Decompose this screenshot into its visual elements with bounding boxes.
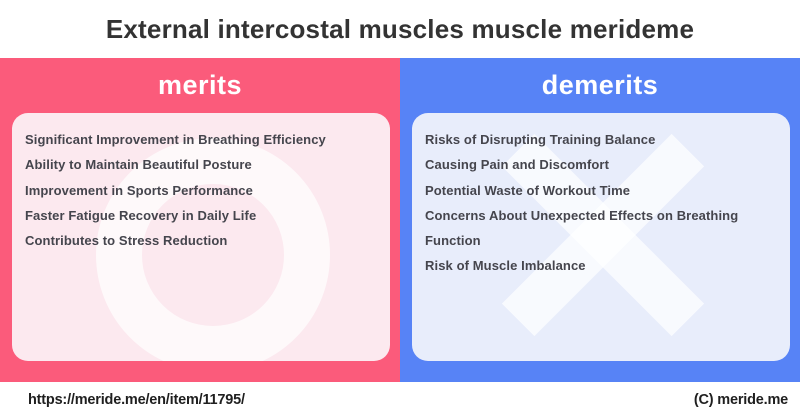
- demerits-header-label: demerits: [541, 70, 659, 100]
- merits-header-label: merits: [157, 70, 243, 100]
- merit-item: Contributes to Stress Reduction: [25, 233, 228, 249]
- demerit-item: Risk of Muscle Imbalance: [425, 258, 586, 274]
- footer-url: https://meride.me/en/item/11795/: [28, 392, 245, 408]
- demerit-item: Risks of Disrupting Training Balance: [425, 132, 656, 147]
- merits-header: merits: [0, 58, 400, 113]
- demerits-body: Risks of Disrupting Training Balance Cau…: [412, 113, 790, 361]
- merit-item: Faster Fatigue Recovery in Daily Life: [25, 207, 257, 223]
- merit-item: Significant Improvement in Breathing Eff…: [25, 132, 326, 147]
- demerit-item: Concerns About Unexpected Effects on Bre…: [425, 207, 739, 249]
- demerit-item: Causing Pain and Discomfort: [425, 157, 610, 173]
- merit-item: Improvement in Sports Performance: [25, 182, 253, 198]
- title-bar: External intercostal muscles muscle meri…: [0, 0, 800, 58]
- merits-body: Significant Improvement in Breathing Eff…: [12, 113, 390, 361]
- merit-item: Ability to Maintain Beautiful Posture: [25, 157, 252, 173]
- footer-copyright: (C) meride.me: [693, 392, 788, 408]
- demerits-panel: demerits Risks of Disrupting Training Ba…: [400, 58, 800, 382]
- page-title: External intercostal muscles muscle meri…: [105, 13, 695, 44]
- footer: https://meride.me/en/item/11795/ (C) mer…: [0, 382, 800, 418]
- demerits-header: demerits: [400, 58, 800, 113]
- merits-list: Significant Improvement in Breathing Eff…: [12, 113, 390, 253]
- merits-panel: merits Significant Improvement in Breath…: [0, 58, 400, 382]
- demerits-list: Risks of Disrupting Training Balance Cau…: [412, 113, 790, 279]
- panels-container: merits Significant Improvement in Breath…: [0, 58, 800, 382]
- demerit-item: Potential Waste of Workout Time: [425, 182, 631, 198]
